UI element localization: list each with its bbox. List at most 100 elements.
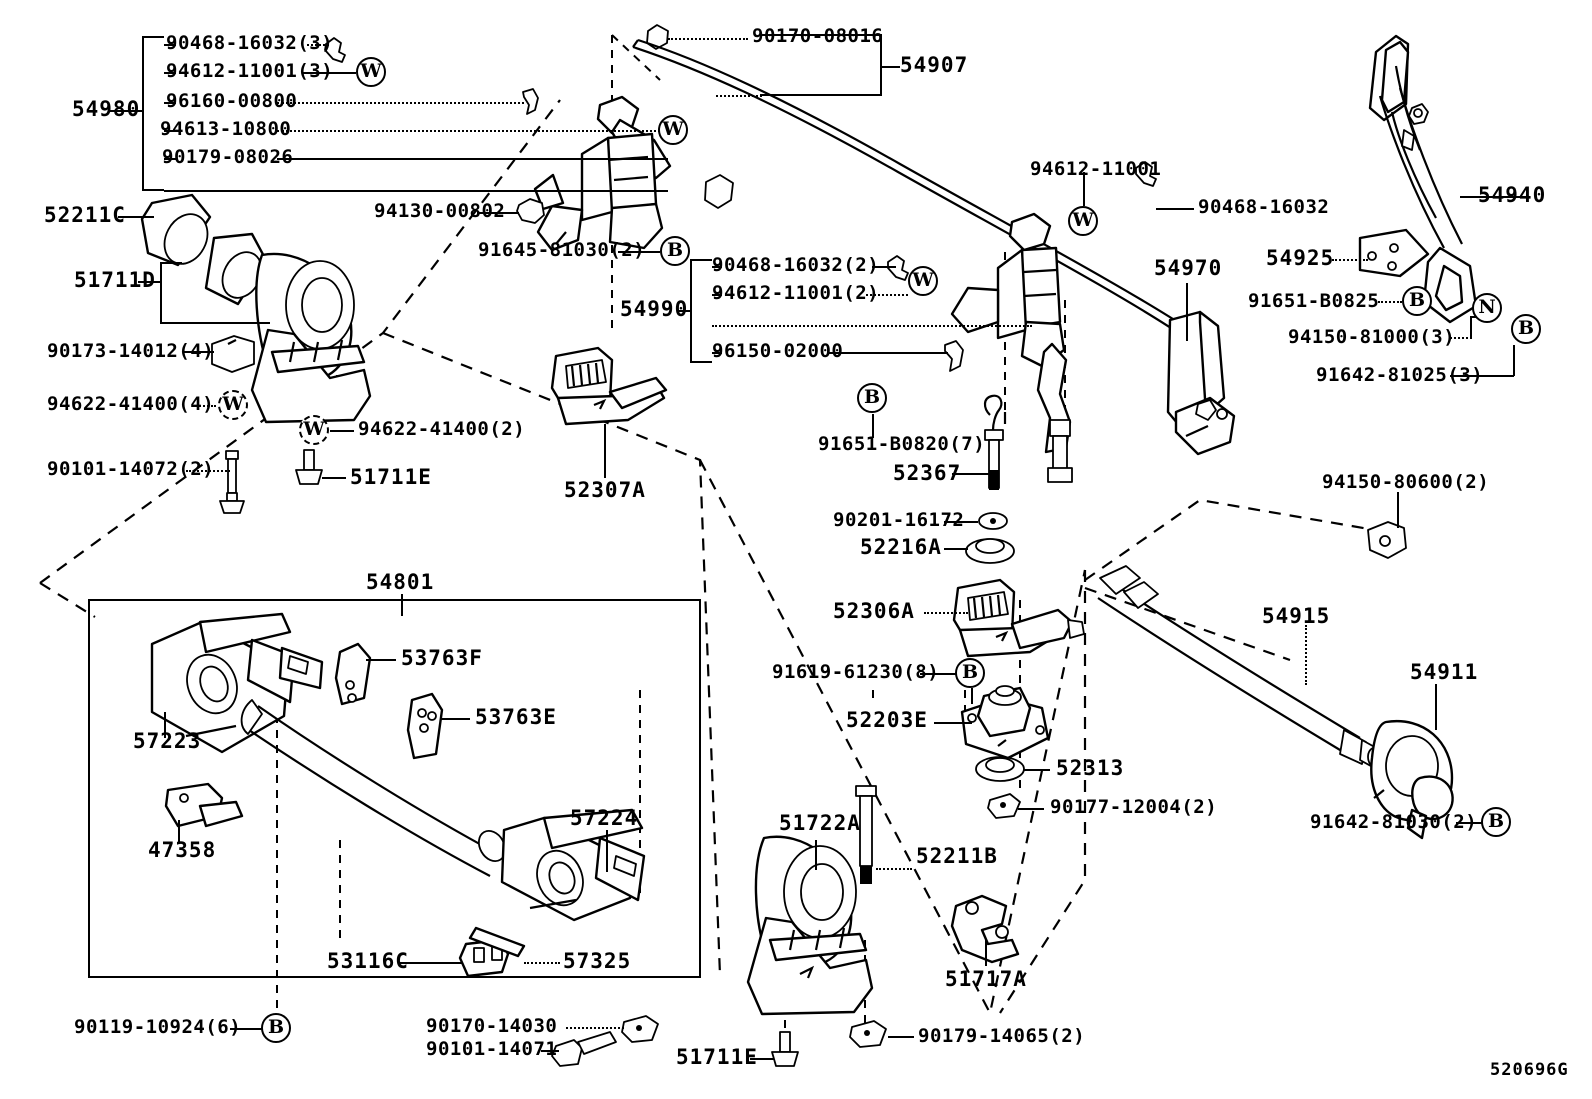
part-label-90170-14030[interactable]: 90170-14030	[426, 1015, 558, 1037]
part-label-94150-81000-3[interactable]: 94150-81000(3)	[1288, 326, 1456, 348]
leader	[186, 470, 230, 472]
part-label-91642-81030-2[interactable]: 91642-81030(2)	[1310, 811, 1478, 833]
part-label-52367[interactable]: 52367	[893, 461, 962, 485]
part-label-94612-11001-3[interactable]: 94612-11001(3)	[166, 60, 334, 82]
frame-54907	[760, 34, 882, 96]
leader	[872, 414, 874, 438]
part-label-54990[interactable]: 54990	[620, 297, 689, 321]
leader	[750, 1058, 774, 1060]
leader	[322, 477, 346, 479]
leader	[668, 38, 748, 40]
leader	[1450, 337, 1472, 339]
part-label-90170-08016[interactable]: 90170-08016	[752, 25, 884, 47]
part-label-54925[interactable]: 54925	[1266, 246, 1335, 270]
leader	[118, 216, 154, 218]
part-label-90468-16032[interactable]: 90468-16032	[1198, 196, 1330, 218]
leader	[1186, 283, 1188, 341]
leader	[277, 158, 668, 160]
leader	[230, 1028, 262, 1030]
leader	[164, 72, 176, 74]
leader	[876, 868, 912, 870]
part-label-54911[interactable]: 54911	[1410, 660, 1479, 684]
part-label-94612-11001[interactable]: 94612-11001	[1030, 158, 1162, 180]
part-label-90101-14071[interactable]: 90101-14071	[426, 1038, 558, 1060]
part-label-54940[interactable]: 54940	[1478, 183, 1547, 207]
part-label-51711D[interactable]: 51711D	[74, 268, 156, 292]
token-w-icon: W	[658, 115, 688, 145]
leader	[604, 424, 606, 478]
leader	[944, 521, 978, 523]
leader	[1378, 301, 1402, 303]
part-label-90177-12004-2[interactable]: 90177-12004(2)	[1050, 796, 1218, 818]
part-label-57325[interactable]: 57325	[563, 949, 632, 973]
part-label-94150-80600-2[interactable]: 94150-80600(2)	[1322, 471, 1490, 493]
part-label-91651-B0820-7[interactable]: 91651-B0820(7)	[818, 433, 986, 455]
part-label-51722A[interactable]: 51722A	[779, 811, 861, 835]
part-label-54801[interactable]: 54801	[366, 570, 435, 594]
part-label-52307A[interactable]: 52307A	[564, 478, 646, 502]
leader	[1024, 769, 1050, 771]
leader	[178, 820, 180, 844]
leader	[920, 673, 956, 675]
part-label-54980[interactable]: 54980	[72, 97, 141, 121]
leader	[872, 266, 896, 268]
part-label-52313[interactable]: 52313	[1056, 756, 1125, 780]
leader	[716, 95, 762, 97]
bracket-54980	[142, 36, 164, 191]
part-label-52306A[interactable]: 52306A	[833, 599, 915, 623]
part-label-96150-02000[interactable]: 96150-02000	[712, 340, 844, 362]
part-label-51711E-b[interactable]: 51711E	[676, 1045, 758, 1069]
part-label-54970[interactable]: 54970	[1154, 256, 1223, 280]
leader	[277, 102, 524, 104]
part-label-51711E-a[interactable]: 51711E	[350, 465, 432, 489]
token-w-icon: W	[908, 266, 938, 296]
part-label-53116C[interactable]: 53116C	[327, 949, 409, 973]
part-label-51717A[interactable]: 51717A	[945, 967, 1027, 991]
leader	[1018, 808, 1044, 810]
part-label-91642-81025-3[interactable]: 91642-81025(3)	[1316, 364, 1484, 386]
leader	[618, 251, 660, 253]
part-label-52216A[interactable]: 52216A	[860, 535, 942, 559]
part-label-90468-16032-3[interactable]: 90468-16032(3)	[166, 32, 334, 54]
part-label-94613-10800[interactable]: 94613-10800	[160, 118, 292, 140]
part-label-57223[interactable]: 57223	[133, 729, 202, 753]
leader	[952, 473, 990, 475]
leader	[944, 548, 968, 550]
part-label-90179-08026[interactable]: 90179-08026	[162, 146, 294, 168]
part-label-90179-14065-2[interactable]: 90179-14065(2)	[918, 1025, 1086, 1047]
part-label-47358[interactable]: 47358	[148, 838, 217, 862]
token-w-icon: W	[299, 415, 329, 445]
part-label-54915[interactable]: 54915	[1262, 604, 1331, 628]
part-label-52203E[interactable]: 52203E	[846, 708, 928, 732]
part-label-94622-41400-4[interactable]: 94622-41400(4)	[47, 393, 215, 415]
part-label-53763F[interactable]: 53763F	[401, 646, 483, 670]
part-label-52211C[interactable]: 52211C	[44, 203, 126, 227]
leader	[815, 840, 817, 870]
part-label-96160-00800[interactable]: 96160-00800	[166, 90, 298, 112]
part-label-90173-14012-4[interactable]: 90173-14012(4)	[47, 340, 215, 362]
leader	[828, 352, 948, 354]
part-label-91619-61230-8[interactable]: 91619-61230(8)	[772, 661, 940, 683]
token-b-icon: B	[1402, 286, 1432, 316]
part-label-90201-16172[interactable]: 90201-16172	[833, 509, 965, 531]
token-n-icon: N	[1472, 293, 1502, 323]
part-label-52211B[interactable]: 52211B	[916, 844, 998, 868]
leader	[164, 190, 668, 192]
part-label-53763E[interactable]: 53763E	[475, 705, 557, 729]
part-label-91651-B0825[interactable]: 91651-B0825	[1248, 290, 1380, 312]
part-label-90101-14072-2[interactable]: 90101-14072(2)	[47, 458, 215, 480]
part-label-57224[interactable]: 57224	[570, 806, 639, 830]
token-b-icon: B	[955, 658, 985, 688]
bracket-54990	[690, 259, 712, 363]
part-label-94622-41400-2[interactable]: 94622-41400(2)	[358, 418, 526, 440]
part-label-94130-00802[interactable]: 94130-00802	[374, 200, 506, 222]
part-label-90119-10924-6[interactable]: 90119-10924(6)	[74, 1016, 242, 1038]
bracket-51711D	[160, 262, 182, 324]
leader	[1456, 822, 1482, 824]
part-label-94612-11001-2[interactable]: 94612-11001(2)	[712, 282, 880, 304]
part-label-90468-16032-2[interactable]: 90468-16032(2)	[712, 254, 880, 276]
part-label-54907[interactable]: 54907	[900, 53, 969, 77]
leader	[712, 325, 1032, 327]
part-label-91645-81030-2[interactable]: 91645-81030(2)	[478, 239, 646, 261]
